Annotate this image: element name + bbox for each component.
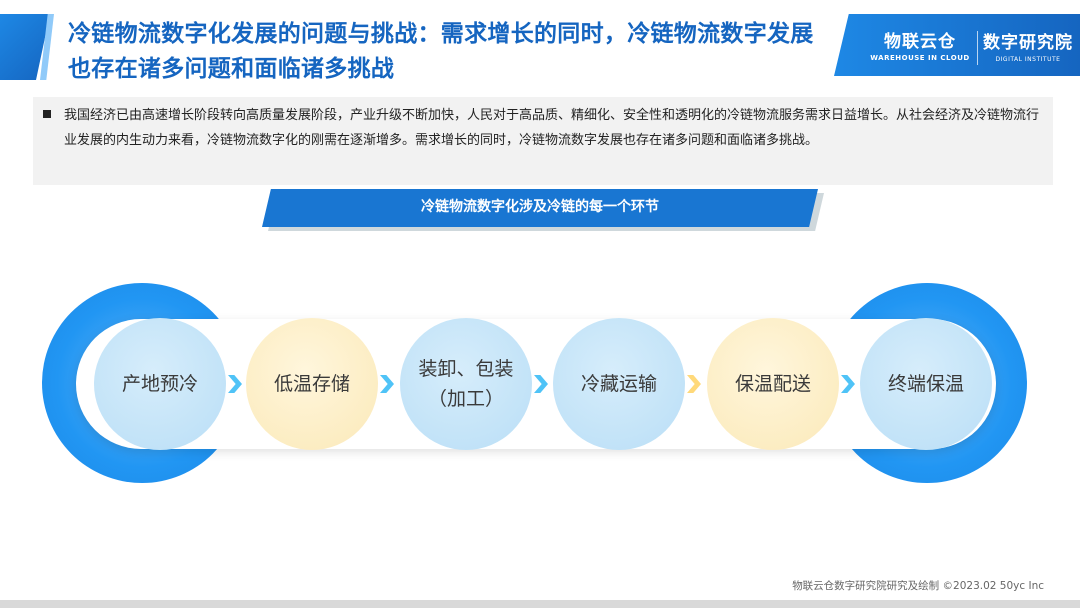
process-band <box>76 319 996 449</box>
section-label: 冷链物流数字化涉及冷链的每一个环节 <box>421 199 659 215</box>
logo-divider <box>977 31 978 65</box>
bullet-square-icon <box>43 110 51 118</box>
institute-logo-name: 数字研究院 <box>983 33 1073 53</box>
process-step-label: 装卸、包装（加工） <box>418 358 514 410</box>
logo-banner <box>834 14 1080 76</box>
institute-logo-english: DIGITAL INSTITUTE <box>995 56 1061 63</box>
section-banner <box>262 189 818 227</box>
footer-credit: 物联云仓数字研究院研究及绘制 ©2023.02 50yc Inc <box>792 580 1044 592</box>
process-step-label: 终端保温 <box>887 373 964 395</box>
process-step: 冷藏运输 <box>553 318 685 450</box>
process-step: 保温配送 <box>707 318 839 450</box>
bottom-bar <box>0 600 1080 608</box>
process-step-label: 低温存储 <box>273 373 350 395</box>
process-step-label: 冷藏运输 <box>580 373 657 395</box>
page-title: 冷链物流数字化发展的问题与挑战：需求增长的同时，冷链物流数字发展也存在诸多问题和… <box>68 21 814 82</box>
brand-logo-english: WAREHOUSE IN CLOUD <box>870 54 970 62</box>
institute-logo: 数字研究院 DIGITAL INSTITUTE <box>982 28 1074 63</box>
process-step: 装卸、包装（加工） <box>400 318 532 450</box>
brand-logo: 物联云仓 WAREHOUSE IN CLOUD <box>868 27 972 62</box>
process-step: 终端保温 <box>860 318 992 450</box>
process-step-label: 保温配送 <box>734 373 811 395</box>
summary-text: 我国经济已由高速增长阶段转向高质量发展阶段，产业升级不断加快，人民对于高品质、精… <box>64 108 1040 148</box>
process-step: 低温存储 <box>246 318 378 450</box>
process-step-label: 产地预冷 <box>121 373 198 395</box>
process-step: 产地预冷 <box>94 318 226 450</box>
brand-logo-name: 物联云仓 <box>884 32 956 52</box>
summary-box <box>33 97 1053 185</box>
